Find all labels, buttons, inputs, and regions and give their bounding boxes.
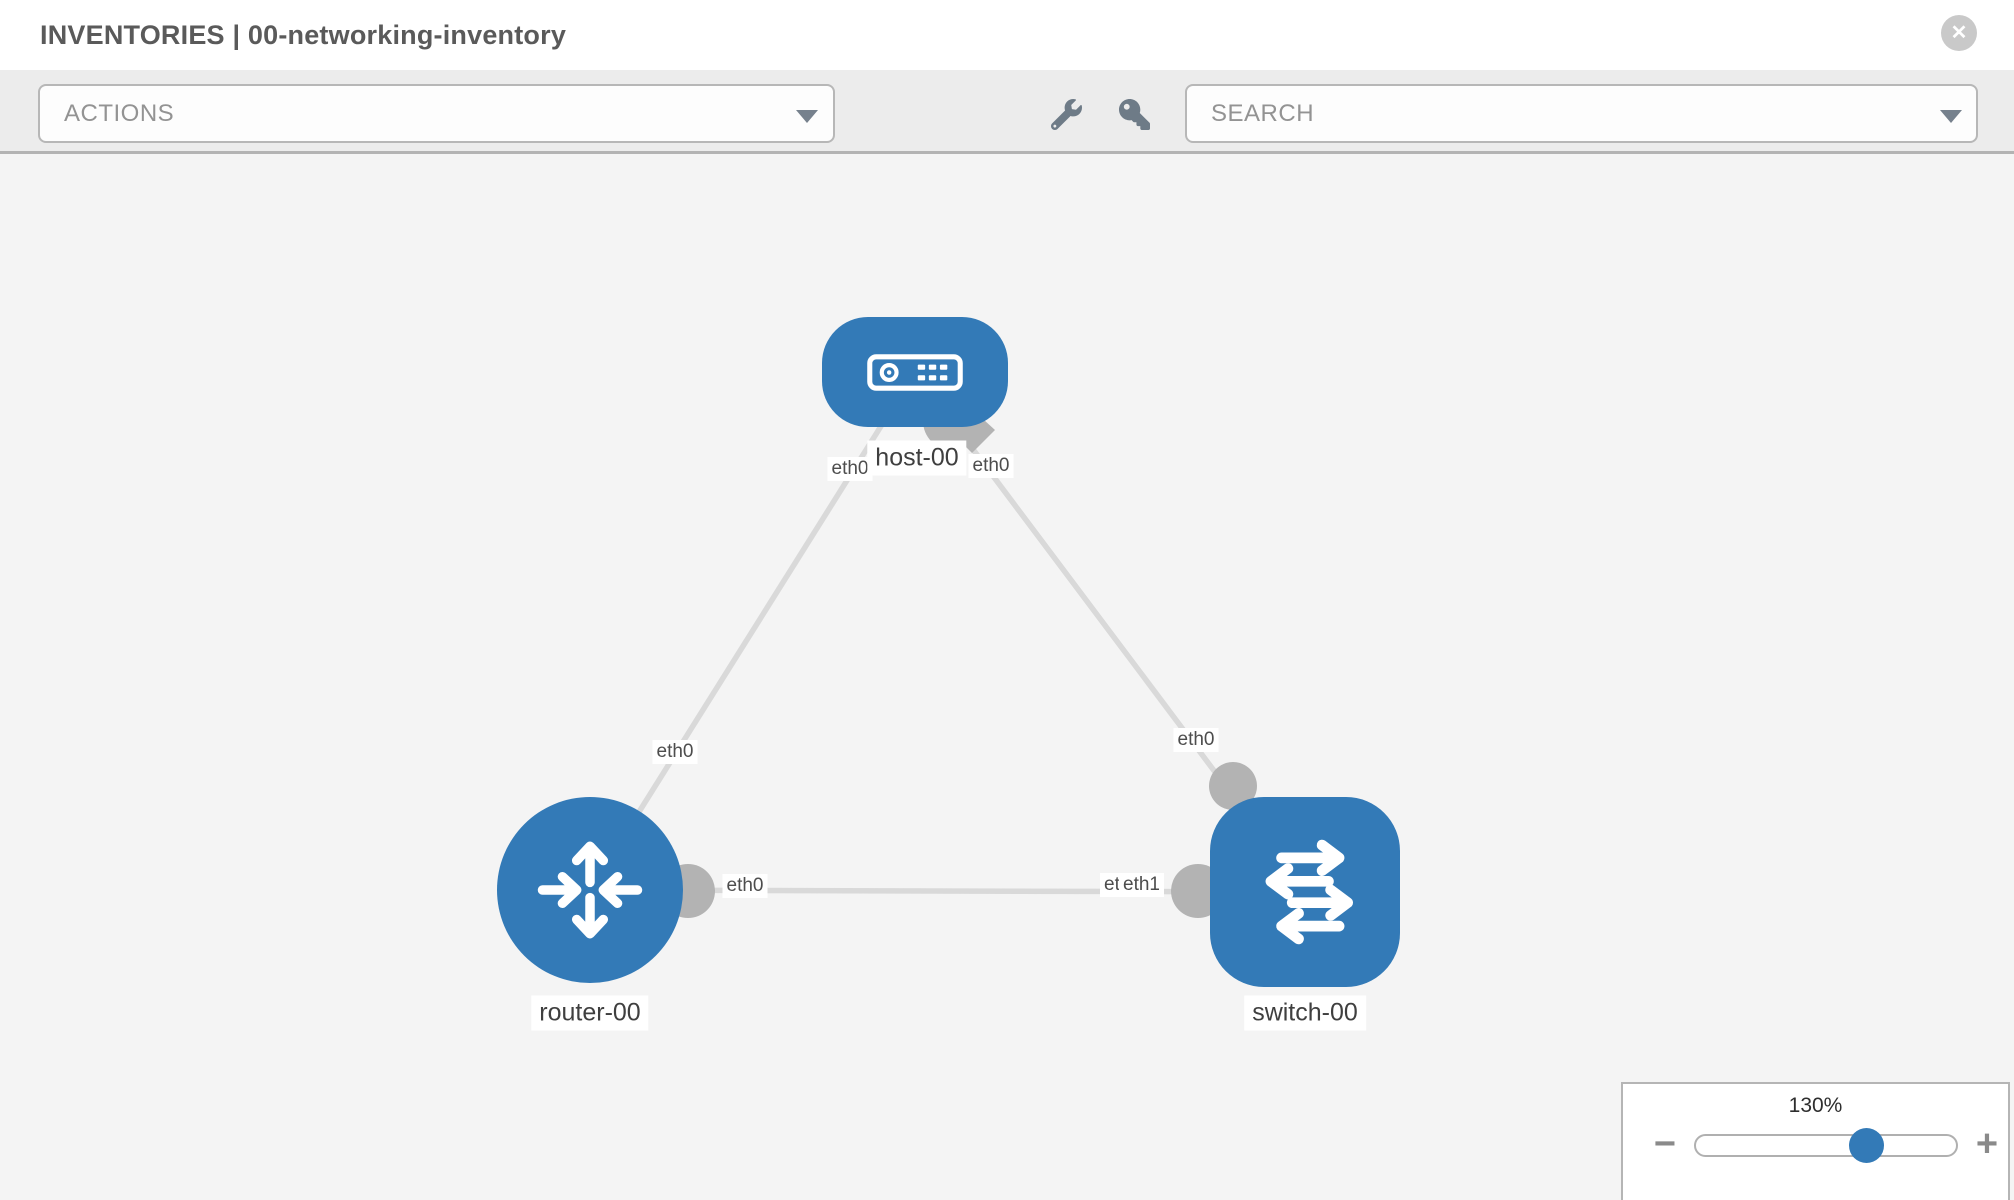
plus-icon: + (1975, 1123, 1999, 1165)
close-icon: ✕ (1950, 22, 1968, 44)
zoom-in-button[interactable]: + (1972, 1125, 2002, 1163)
chevron-down-icon (1940, 110, 1962, 123)
port-circle-switch-top (1209, 762, 1257, 810)
key-icon (1118, 98, 1150, 130)
node-label-host: host-00 (867, 440, 967, 476)
topology-canvas[interactable]: host-00 router-00 switch-00 eth0 eth0 et… (0, 154, 2014, 1200)
chevron-down-icon (796, 110, 818, 123)
node-host-00[interactable] (822, 317, 1008, 427)
switch-icon (1265, 839, 1353, 945)
interface-label: eth0 (722, 874, 768, 898)
node-label-switch: switch-00 (1244, 995, 1366, 1031)
actions-dropdown-label: ACTIONS (64, 100, 175, 127)
header-bar: INVENTORIES | 00-networking-inventory ✕ (0, 0, 2014, 70)
router-icon (537, 841, 643, 939)
zoom-slider-knob[interactable] (1849, 1128, 1884, 1163)
configure-button[interactable] (1044, 92, 1088, 136)
page-title: INVENTORIES | 00-networking-inventory (40, 20, 567, 50)
toolbar: ACTIONS SEARCH (0, 70, 2014, 154)
topology-links-layer (587, 370, 1308, 918)
interface-label: eth0 (827, 457, 873, 481)
wrench-icon (1050, 98, 1082, 130)
zoom-slider-track[interactable] (1694, 1128, 1958, 1163)
interface-label: eth0 (968, 454, 1014, 478)
search-dropdown-label: SEARCH (1211, 100, 1315, 127)
zoom-control-panel: 130% − + (1621, 1082, 2010, 1200)
host-icon (867, 353, 963, 391)
node-router-00[interactable] (497, 797, 683, 983)
node-switch-00[interactable] (1210, 797, 1400, 987)
interface-label: eth1 (1119, 873, 1164, 897)
interface-label: eth0 (652, 740, 698, 764)
close-button[interactable]: ✕ (1941, 15, 1977, 51)
credentials-button[interactable] (1112, 92, 1156, 136)
search-dropdown[interactable]: SEARCH (1185, 84, 1978, 143)
interface-label: eth0 (1173, 728, 1219, 752)
minus-icon: − (1653, 1123, 1677, 1165)
zoom-level-label: 130% (1788, 1094, 1843, 1117)
actions-dropdown[interactable]: ACTIONS (38, 84, 835, 143)
zoom-out-button[interactable]: − (1650, 1125, 1680, 1163)
node-label-router: router-00 (531, 995, 649, 1031)
